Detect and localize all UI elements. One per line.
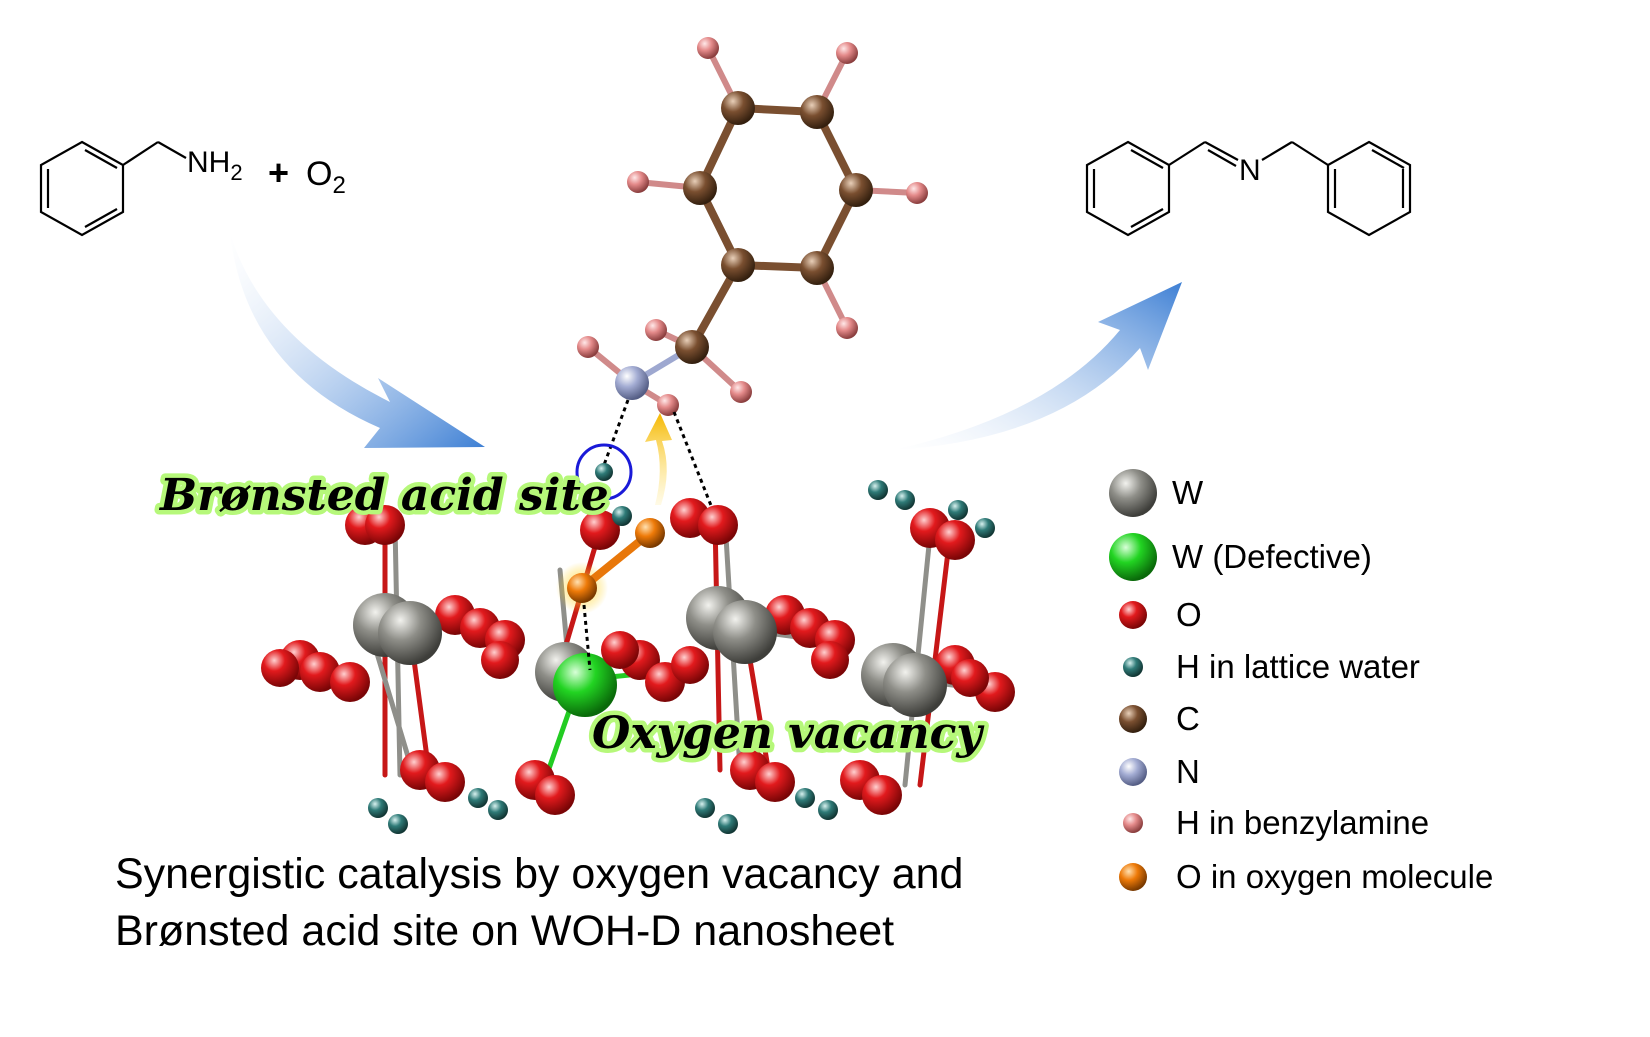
product-nitrogen-label: N (1239, 154, 1261, 187)
hydrogen-bond-lines (582, 399, 714, 671)
oxygen-atom-icon (1119, 601, 1147, 629)
legend-item: W (1109, 469, 1204, 517)
legend-item: W (Defective) (1109, 533, 1372, 581)
lattice-hydrogen-atom-icon (1123, 657, 1143, 677)
legend-label: C (1176, 700, 1200, 737)
bronsted-site-highlight-icon (575, 443, 633, 501)
legend-item: O (1119, 596, 1202, 633)
tungsten-atom-icon (1109, 469, 1157, 517)
legend-label: O in oxygen molecule (1176, 858, 1493, 895)
legend-label: H in lattice water (1176, 648, 1420, 685)
nanosheet-lattice (261, 480, 1015, 834)
reactant-oxygen-label: O2 (306, 155, 346, 199)
legend-item: N (1119, 753, 1200, 790)
oxygen-molecule (556, 518, 665, 614)
nitrogen-atom-icon (1119, 758, 1147, 786)
legend-label: O (1176, 596, 1202, 633)
proton-transfer-arrow-icon (645, 413, 672, 505)
legend-item: O in oxygen molecule (1119, 858, 1493, 895)
caption-line-1: Synergistic catalysis by oxygen vacancy … (115, 850, 963, 898)
legend-label: W (Defective) (1172, 538, 1372, 575)
bronsted-proton (595, 463, 613, 481)
carbon-atom-icon (1119, 705, 1147, 733)
product-imine-structure (1085, 140, 1412, 237)
legend-item: H in lattice water (1123, 648, 1420, 685)
legend-label: H in benzylamine (1176, 804, 1429, 841)
molecular-oxygen-atom-icon (1119, 863, 1147, 891)
legend-label: N (1176, 753, 1200, 790)
defective-tungsten-atom-icon (1109, 533, 1157, 581)
reactant-benzylamine-structure (39, 140, 187, 237)
reactant-amine-label: NH2 (187, 146, 243, 185)
bronsted-acid-site-label: Brønsted acid site (158, 470, 609, 521)
reactant-plus-sign: + (268, 152, 289, 193)
reactant-arrow-icon (230, 233, 485, 448)
legend-item: C (1119, 700, 1200, 737)
legend-label: W (1172, 474, 1204, 511)
product-arrow-icon (893, 282, 1182, 450)
caption-line-2: Brønsted acid site on WOH-D nanosheet (115, 907, 894, 955)
oxygen-vacancy-label: Oxygen vacancy (592, 708, 985, 759)
legend-item: H in benzylamine (1123, 804, 1429, 841)
defective-tungsten-atom (553, 653, 617, 717)
benzylamine-molecule (577, 37, 928, 416)
benzylamine-hydrogen-atom-icon (1123, 813, 1143, 833)
